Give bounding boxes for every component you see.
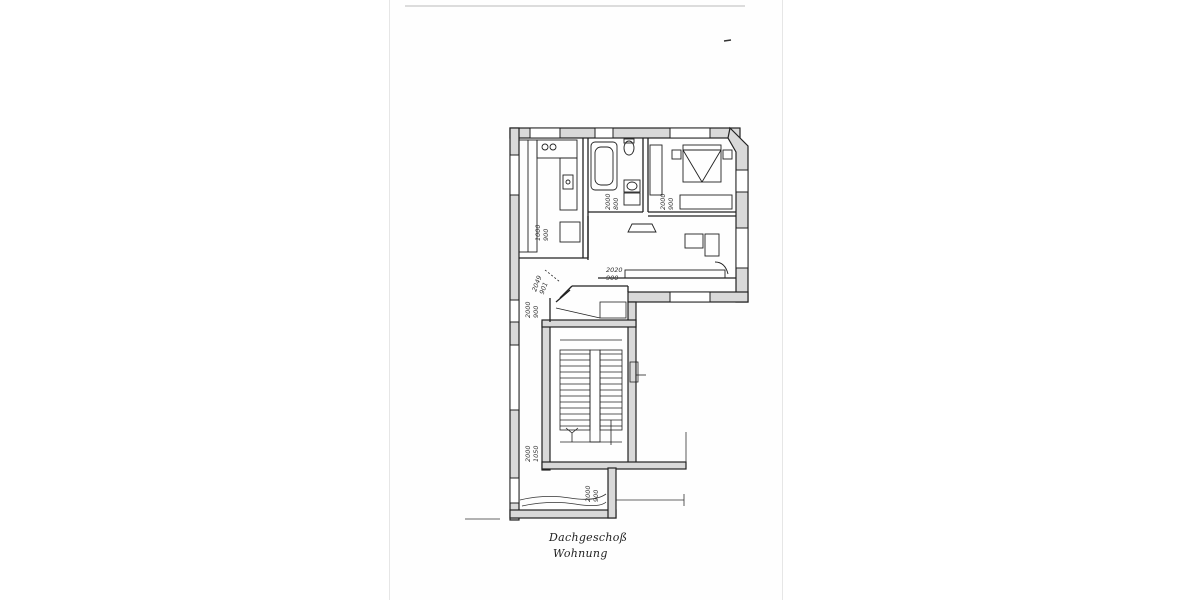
caption-floor: Dachgeschoß <box>549 531 628 544</box>
sheet-right-edge <box>782 0 783 600</box>
window-left-2 <box>509 299 520 323</box>
dim-stair-door: 2000 1050 <box>524 445 540 462</box>
entrance-scribble-1 <box>519 493 607 501</box>
window-bottom <box>669 291 711 303</box>
kitchen-sink-drain <box>565 179 571 185</box>
window-kitchen <box>529 127 561 139</box>
dim-bedroom-door: 2000 900 <box>659 193 675 210</box>
bathtub-inner <box>594 146 614 186</box>
hall-details <box>544 269 627 319</box>
wall-hall-diag <box>559 285 573 299</box>
sofa-side <box>704 233 720 257</box>
wall-stair-top <box>541 319 637 328</box>
dim-entrance-door-line1: 2000 <box>584 485 592 502</box>
dim-entrance-door: 2000 900 <box>584 485 600 502</box>
entrance-floor <box>465 432 687 520</box>
wall-entrance-right <box>607 467 617 519</box>
sheet-left-edge <box>389 0 390 600</box>
wall-entrance-bottom <box>509 509 617 519</box>
washbasin-1 <box>623 179 641 193</box>
wall-stair-left <box>541 321 551 471</box>
wall-hall-diag-inner <box>555 289 571 303</box>
stair-treads <box>560 353 622 427</box>
window-right-2 <box>735 227 749 269</box>
window-bath <box>594 127 614 139</box>
bed-diag-2 <box>701 149 722 183</box>
dim-bath-door-line1: 2000 <box>604 193 612 210</box>
hall-cabinet <box>599 301 627 319</box>
wall-right-corner <box>727 126 749 303</box>
wall-left <box>509 127 520 521</box>
stove-burner-1 <box>541 143 549 151</box>
living-furniture <box>624 223 729 279</box>
dim-hall-door-left-line2: 900 <box>532 306 540 318</box>
dim-bedroom-door-line2: 900 <box>667 198 675 210</box>
bed-headboard <box>682 144 722 151</box>
window-left-1 <box>509 154 520 196</box>
dim-bedroom-door-line1: 2000 <box>659 193 667 210</box>
living-table <box>627 223 657 233</box>
kitchen-fixtures <box>518 139 581 253</box>
toilet <box>623 140 635 156</box>
washbasin-bowl <box>626 181 638 191</box>
toilet-tank <box>623 138 635 144</box>
window-bedroom <box>669 127 711 139</box>
dim-kitchen-door-line2: 900 <box>542 229 550 241</box>
dim-living-door-line1: 2020 <box>606 266 623 274</box>
stair-post <box>629 361 639 383</box>
stair-well <box>589 349 601 443</box>
bed-diag-1 <box>682 149 703 183</box>
entrance-scribble-2 <box>521 501 607 507</box>
dim-stair-door-line2: 1050 <box>532 445 540 462</box>
nightstand-1 <box>671 149 682 160</box>
kitchen-top-counter <box>536 139 578 159</box>
outer-walls <box>509 126 749 521</box>
dim-stair-door-line1: 2000 <box>524 445 532 462</box>
window-left-4 <box>509 477 520 504</box>
dim-hall-door-left: 2000 900 <box>524 301 540 318</box>
dim-bath-door: 2000 800 <box>604 193 620 210</box>
dim-kitchen-door-line1: 1000 <box>534 224 542 241</box>
bathtub <box>590 141 618 191</box>
dim-bath-door-line2: 800 <box>612 198 620 210</box>
sheet-corner-mark <box>723 39 732 42</box>
windows <box>509 127 749 504</box>
caption-unit: Wohnung <box>553 547 608 560</box>
stair-walk-line <box>565 427 579 442</box>
dim-kitchen-door: 1000 900 <box>534 224 550 241</box>
living-sideboard <box>624 269 726 279</box>
dim-entrance-door-line2: 900 <box>592 490 600 502</box>
hall-door-swing <box>544 269 561 283</box>
window-right-1 <box>735 169 749 193</box>
dim-hall-door-upper-line2: 901 <box>538 281 550 295</box>
hall-coat-rack <box>555 307 601 319</box>
kitchen-sink <box>562 174 574 190</box>
bedroom-dresser <box>679 194 733 210</box>
double-bed <box>682 149 722 183</box>
dim-hall-door-left-line1: 2000 <box>524 301 532 318</box>
stove-burner-2 <box>549 143 557 151</box>
bedroom-furniture <box>649 144 733 210</box>
sofa-back <box>684 233 704 249</box>
dim-living-door-line2: 900 <box>606 274 618 282</box>
wardrobe <box>649 144 663 196</box>
kitchen-small-cabinet <box>559 221 581 243</box>
washbasin-2 <box>623 192 641 206</box>
window-left-3 <box>509 344 520 411</box>
dim-hall-door-upper: 2049 901 <box>530 274 550 295</box>
kitchen-right-counter <box>559 157 578 211</box>
living-corner-unit <box>714 261 729 275</box>
bathroom-fixtures <box>590 138 641 206</box>
nightstand-2 <box>722 149 733 160</box>
dim-living-door: 2020 900 <box>606 266 623 282</box>
